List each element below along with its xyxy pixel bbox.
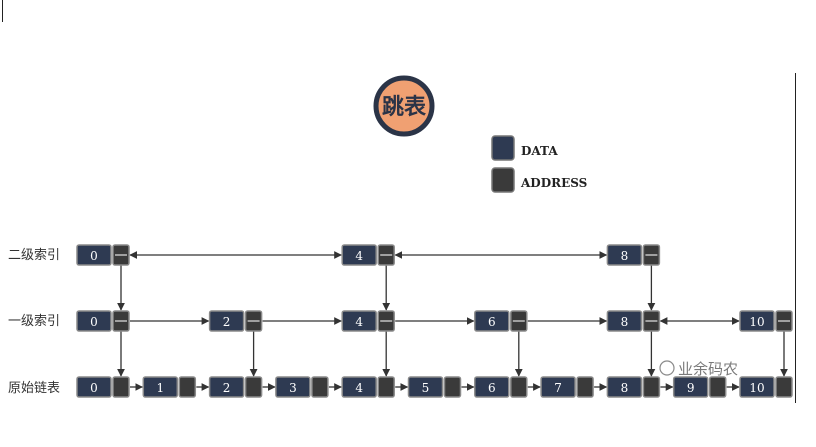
left-edge-mark [2, 0, 3, 22]
watermark-icon [659, 360, 675, 376]
node-address-box [377, 376, 395, 398]
node-level2-10: 10 [739, 376, 793, 398]
node-data-box [672, 376, 709, 398]
node-level1-6: 6 [474, 310, 528, 332]
node-value: 10 [749, 381, 764, 395]
node-address-box [576, 376, 594, 398]
node-level1-4: 4 [341, 310, 395, 332]
node-level2-2: 2 [208, 376, 263, 398]
node-address-box [443, 376, 462, 398]
node-data-box [341, 376, 377, 398]
legend-data-swatch [491, 135, 515, 161]
node-value: 3 [289, 381, 297, 395]
node-level2-1: 1 [142, 376, 197, 398]
node-value: 5 [422, 381, 430, 395]
legend: DATA ADDRESS [491, 135, 587, 193]
node-address-box [775, 376, 793, 398]
node-data-box [474, 376, 510, 398]
level-labels: 二级索引 一级索引 原始链表 [8, 248, 60, 396]
node-level2-5: 5 [407, 376, 462, 398]
node-level2-0: 0 [76, 376, 130, 398]
node-level2-8: 8 [606, 376, 661, 398]
node-data-box [474, 310, 510, 332]
node-data-box [76, 376, 112, 398]
node-data-box [275, 376, 311, 398]
node-data-box [142, 376, 179, 398]
node-value: 2 [223, 381, 231, 395]
node-address-box [708, 376, 727, 398]
node-level2-3: 3 [275, 376, 329, 398]
node-value: 0 [90, 315, 98, 329]
node-value: 8 [621, 381, 629, 395]
node-level1-8: 8 [606, 310, 661, 332]
node-level1-10: 10 [739, 310, 793, 332]
node-address-box [244, 376, 263, 398]
node-value: 2 [223, 315, 231, 329]
legend-address-label: ADDRESS [520, 176, 587, 190]
node-data-box [341, 310, 377, 332]
watermark: 业余码农 [659, 360, 738, 378]
node-level0-8: 8 [606, 244, 661, 266]
legend-address-swatch [491, 167, 515, 193]
node-address-box [311, 376, 329, 398]
node-value: 4 [355, 249, 363, 263]
node-data-box [407, 376, 444, 398]
watermark-text: 业余码农 [678, 360, 738, 378]
node-address-box [112, 376, 130, 398]
node-value: 0 [90, 249, 98, 263]
node-value: 1 [156, 381, 164, 395]
node-value: 10 [749, 315, 764, 329]
node-data-box [540, 376, 576, 398]
node-value: 0 [90, 381, 98, 395]
nodes: 0 4 8 0 2 4 6 8 10 0 1 2 3 4 5 6 7 8 9 10 [76, 244, 793, 398]
node-data-box [739, 310, 775, 332]
node-value: 4 [355, 381, 363, 395]
node-data-box [606, 376, 643, 398]
node-data-box [76, 310, 112, 332]
level-label-first-index: 一级索引 [8, 314, 60, 329]
node-value: 6 [488, 315, 496, 329]
level-label-base-list: 原始链表 [8, 381, 60, 396]
level-label-second-index: 二级索引 [8, 248, 60, 263]
node-value: 8 [621, 249, 629, 263]
node-level0-0: 0 [76, 244, 130, 266]
node-value: 6 [488, 381, 496, 395]
node-level1-2: 2 [208, 310, 263, 332]
node-data-box [208, 376, 245, 398]
node-level2-4: 4 [341, 376, 395, 398]
title-circle [373, 75, 435, 137]
node-value: 8 [621, 315, 629, 329]
node-level2-9: 9 [672, 376, 727, 398]
node-value: 4 [355, 315, 363, 329]
legend-data-label: DATA [521, 144, 558, 158]
node-data-box [606, 310, 643, 332]
node-level1-0: 0 [76, 310, 130, 332]
node-data-box [739, 376, 775, 398]
node-address-box [178, 376, 197, 398]
node-data-box [341, 244, 377, 266]
node-address-box [510, 376, 528, 398]
node-level2-6: 6 [474, 376, 528, 398]
node-level2-7: 7 [540, 376, 594, 398]
node-address-box [642, 376, 661, 398]
node-value: 7 [554, 381, 562, 395]
node-value: 9 [687, 381, 695, 395]
node-level0-4: 4 [341, 244, 395, 266]
right-edge-mark [795, 73, 796, 403]
edges [117, 251, 788, 391]
node-data-box [208, 310, 245, 332]
node-data-box [606, 244, 643, 266]
title-badge: 跳表 [373, 75, 435, 137]
diagram-title: 跳表 [382, 94, 427, 120]
node-data-box [76, 244, 112, 266]
